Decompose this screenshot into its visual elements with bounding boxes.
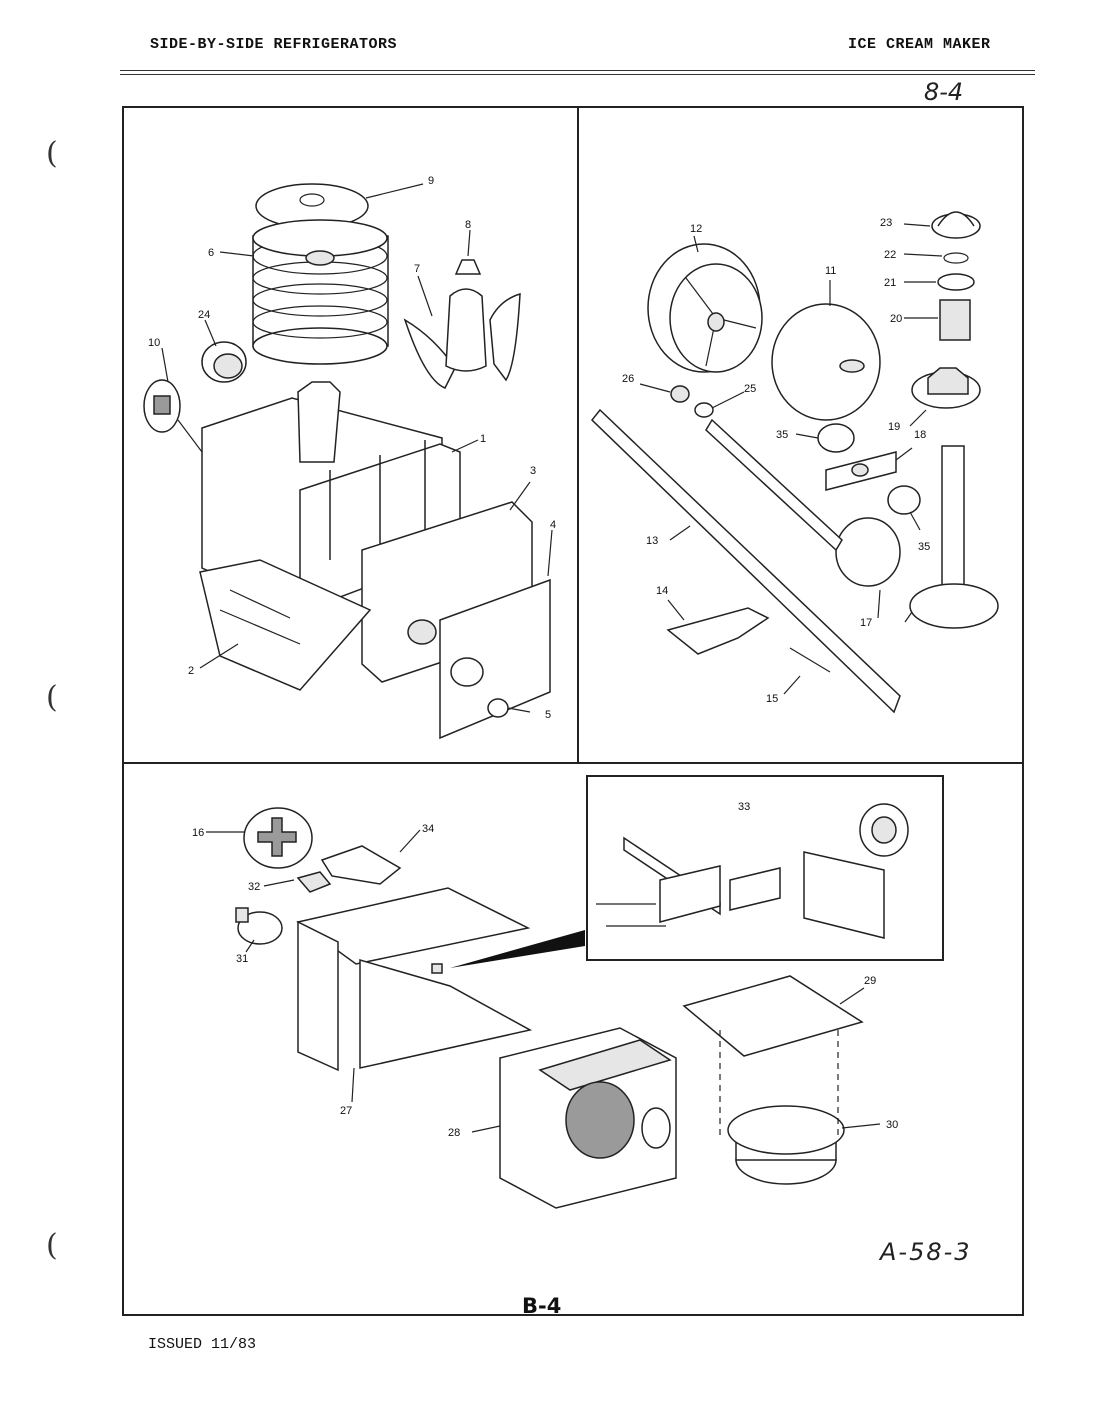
- dasher-blade-part-7: [403, 288, 521, 389]
- callout-8: 8: [465, 219, 471, 231]
- knob-part-24: [201, 341, 247, 383]
- header-left-title: SIDE-BY-SIDE REFRIGERATORS: [150, 36, 398, 53]
- callout-4: 4: [550, 519, 556, 531]
- callout-5: 5: [545, 709, 551, 721]
- handwritten-top-ref: 8-4: [924, 78, 964, 106]
- shaft-part-17: [835, 445, 999, 629]
- washer-part-25: [694, 402, 714, 418]
- margin-mark-3: (: [46, 1228, 58, 1263]
- callout-25: 25: [744, 383, 756, 395]
- callout-15: 15: [766, 693, 778, 705]
- mounting-bracket-part-2: [199, 559, 372, 691]
- callout-31: 31: [236, 953, 248, 965]
- callout-13: 13: [646, 535, 658, 547]
- callout-1: 1: [480, 433, 486, 445]
- callout-24: 24: [198, 309, 210, 321]
- timer-motor-part-30: [719, 1030, 845, 1185]
- callout-29: 29: [864, 975, 876, 987]
- drive-wheel-part-12: [647, 243, 763, 373]
- callout-18: 18: [914, 429, 926, 441]
- panel-divider-vertical: [577, 106, 579, 764]
- header-right-title: ICE CREAM MAKER: [848, 36, 991, 53]
- spring-part-15: [789, 647, 831, 673]
- page-code: B-4: [522, 1294, 562, 1318]
- callout-20: 20: [890, 313, 902, 325]
- callout-leaders: [161, 183, 943, 1133]
- callout-32: 32: [248, 881, 260, 893]
- callout-11: 11: [825, 265, 836, 277]
- callout-2: 2: [188, 665, 194, 677]
- issued-date: ISSUED 11/83: [148, 1336, 257, 1353]
- callout-26: 26: [622, 373, 634, 385]
- callout-35-upper: 35: [776, 429, 788, 441]
- callout-30: 30: [886, 1119, 898, 1131]
- washer-part-35-lower: [887, 485, 921, 515]
- nut-gear-part-19: [911, 367, 981, 409]
- callout-leader-33: [450, 930, 585, 968]
- margin-mark-1: (: [46, 136, 58, 171]
- cam-part-31: [235, 907, 283, 945]
- bushing-part-20: [939, 299, 971, 341]
- callout-14: 14: [656, 585, 668, 597]
- cap-part-23: [931, 211, 981, 239]
- callout-12: 12: [690, 223, 702, 235]
- callout-21: 21: [884, 277, 896, 289]
- motor-bracket-part-27: [296, 887, 533, 1072]
- ice-cream-bucket-part-6: [252, 219, 389, 365]
- strap-part-14: [666, 607, 770, 655]
- callout-33: 33: [738, 801, 750, 813]
- panel-part-4: [439, 578, 551, 740]
- clip-part-34: [320, 845, 402, 885]
- panel-divider-horizontal: [122, 762, 1024, 764]
- handwritten-bottom-ref: A-58-3: [880, 1238, 972, 1266]
- callout-7: 7: [414, 263, 420, 275]
- nut-part-26: [670, 385, 690, 403]
- washer-part-21: [937, 273, 975, 291]
- diagram-frame: [122, 106, 1024, 1316]
- bracket-part-18: [825, 451, 897, 491]
- callout-17: 17: [860, 617, 872, 629]
- plate-part-29: [682, 975, 864, 1057]
- callout-22: 22: [884, 249, 896, 261]
- callout-19: 19: [888, 421, 900, 433]
- callout-27: 27: [340, 1105, 352, 1117]
- margin-mark-2: (: [46, 680, 58, 715]
- clip-part-22: [943, 252, 969, 264]
- switch-arm-part-33: [596, 803, 909, 939]
- callout-23: 23: [880, 217, 892, 229]
- switch-part-10: [143, 379, 209, 461]
- dasher-cap-part-8: [454, 259, 482, 275]
- callout-28: 28: [448, 1127, 460, 1139]
- header-rule-bottom: [120, 74, 1035, 75]
- inset-frame-part-33: [586, 775, 944, 961]
- callout-3: 3: [530, 465, 536, 477]
- header-rule-top: [120, 70, 1035, 71]
- callout-10: 10: [148, 337, 160, 349]
- callout-9: 9: [428, 175, 434, 187]
- gear-part-16: [243, 807, 313, 869]
- drive-plate-part-11: [771, 303, 881, 421]
- callout-34: 34: [422, 823, 434, 835]
- drive-shaft-part-13: [590, 408, 901, 714]
- callout-16: 16: [192, 827, 204, 839]
- cam-part-32: [296, 871, 332, 893]
- motor-part-28: [499, 1027, 677, 1209]
- callout-35-lower: 35: [918, 541, 930, 553]
- washer-part-35-upper: [817, 423, 855, 453]
- callout-6: 6: [208, 247, 214, 259]
- knob-part-5: [487, 698, 509, 718]
- callout-labels: 1 2 3 4 5 6 7 8 9 10 11 12 13 14 15 16 1…: [148, 175, 930, 1139]
